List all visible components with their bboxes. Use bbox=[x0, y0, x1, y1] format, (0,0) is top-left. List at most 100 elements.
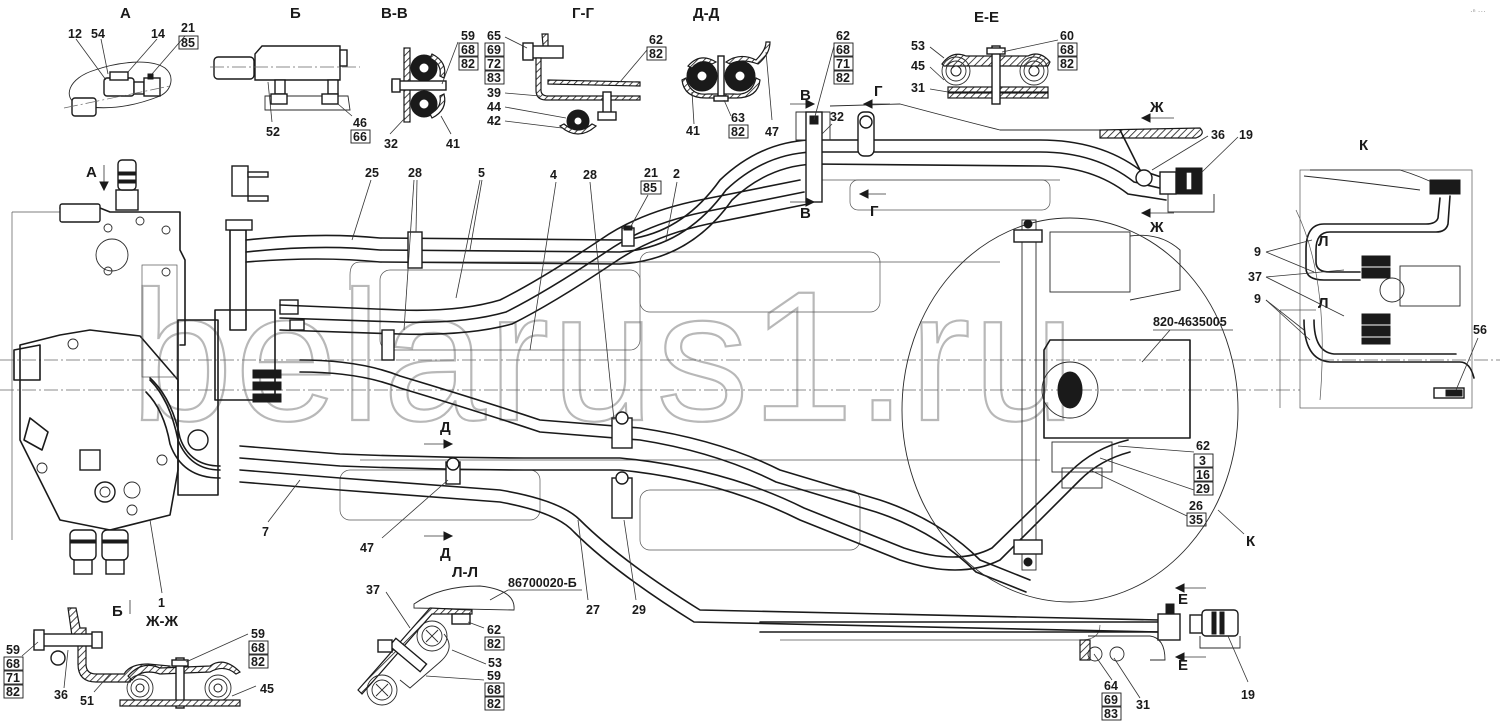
callout-45-zh: 45 bbox=[260, 682, 274, 696]
callout-37-ll: 37 bbox=[366, 583, 380, 597]
callout-82: 82 bbox=[1060, 57, 1074, 71]
callout-54: 54 bbox=[91, 27, 105, 41]
callout-47: 47 bbox=[765, 125, 779, 139]
callout-3-mid: 3 bbox=[1199, 454, 1206, 468]
view-ee-section: Е-Е 53 45 31 60 68 82 bbox=[911, 9, 1078, 105]
view-b-title: Б bbox=[290, 5, 301, 22]
view-b-detail: Б 52 46 66 bbox=[210, 5, 371, 144]
callout-82: 82 bbox=[649, 47, 663, 61]
callout-72: 72 bbox=[487, 57, 501, 71]
section-mark-e-top: Е bbox=[1178, 591, 1188, 608]
section-mark-l-top: Л bbox=[1318, 233, 1329, 250]
callout-68-ll: 68 bbox=[487, 683, 501, 697]
callout-83-br: 83 bbox=[1104, 707, 1118, 721]
callout-36-zh: 36 bbox=[54, 688, 68, 702]
callout-83: 83 bbox=[487, 71, 501, 85]
view-vv-section: В-В 59 68 82 32 41 bbox=[381, 5, 479, 151]
section-mark-e-bottom: Е bbox=[1178, 657, 1188, 674]
callout-26-mid: 26 bbox=[1189, 499, 1203, 513]
callout-19-right: 19 bbox=[1239, 128, 1253, 142]
callout-35-mid: 35 bbox=[1189, 513, 1203, 527]
callout-25: 25 bbox=[365, 166, 379, 180]
corner-mark: ·ⁿ ··· bbox=[1470, 7, 1486, 16]
section-markers: А В В Г Г Ж Ж Д Д Е Е Б Л bbox=[86, 83, 1329, 674]
callout-63: 63 bbox=[731, 111, 745, 125]
callout-32-clamp: 32 bbox=[830, 110, 844, 124]
callout-7: 7 bbox=[262, 525, 269, 539]
callout-9-upper: 9 bbox=[1254, 245, 1261, 259]
section-mark-v-top: В bbox=[800, 87, 811, 104]
callout-59-zh-right: 59 bbox=[251, 627, 265, 641]
callout-51-zh: 51 bbox=[80, 694, 94, 708]
callout-62: 62 bbox=[649, 33, 663, 47]
callout-16-mid: 16 bbox=[1196, 468, 1210, 482]
callout-19-br: 19 bbox=[1241, 688, 1255, 702]
callout-69: 69 bbox=[487, 43, 501, 57]
callout-82: 82 bbox=[461, 57, 475, 71]
callout-85: 85 bbox=[181, 36, 195, 50]
view-ll-title: Л-Л bbox=[452, 564, 478, 581]
section-mark-v-bottom: В bbox=[800, 205, 811, 222]
callout-68: 68 bbox=[461, 43, 475, 57]
section-mark-zh-top: Ж bbox=[1149, 99, 1164, 116]
callout-68-zh-left: 68 bbox=[6, 657, 20, 671]
callout-59: 59 bbox=[461, 29, 475, 43]
callout-60: 60 bbox=[1060, 29, 1074, 43]
callout-62-mid: 62 bbox=[1196, 439, 1210, 453]
view-ee-title: Е-Е bbox=[974, 9, 999, 26]
callout-5: 5 bbox=[478, 166, 485, 180]
section-mark-d-top: Д bbox=[440, 419, 451, 436]
callout-14: 14 bbox=[151, 27, 165, 41]
view-dd-section: Д-Д 41 63 82 47 bbox=[681, 5, 779, 139]
section-mark-l-bottom: Л bbox=[1318, 295, 1329, 312]
callout-53: 53 bbox=[911, 39, 925, 53]
callout-65: 65 bbox=[487, 29, 501, 43]
callout-21: 21 bbox=[181, 21, 195, 35]
callout-42: 42 bbox=[487, 114, 501, 128]
view-k-marker: К bbox=[1246, 533, 1256, 550]
callout-37-k: 37 bbox=[1248, 270, 1262, 284]
section-mark-b: Б bbox=[112, 603, 123, 620]
callout-85: 85 bbox=[643, 181, 657, 195]
part-number-820-4635005: 820-4635005 bbox=[1153, 315, 1227, 329]
callout-36-right: 36 bbox=[1211, 128, 1225, 142]
callout-82-zh-left: 82 bbox=[6, 685, 20, 699]
section-mark-zh-bottom: Ж bbox=[1149, 219, 1164, 236]
callout-69-br: 69 bbox=[1104, 693, 1118, 707]
callout-64-br: 64 bbox=[1104, 679, 1118, 693]
callout-82-ll-b: 82 bbox=[487, 697, 501, 711]
view-ll-section: Л-Л 86700020-Б 37 62 82 53 59 68 82 bbox=[357, 564, 582, 711]
section-mark-a: А bbox=[86, 164, 97, 181]
callout-62-ll: 62 bbox=[487, 623, 501, 637]
callout-41: 41 bbox=[446, 137, 460, 151]
section-mark-d-bottom: Д bbox=[440, 545, 451, 562]
section-mark-g-bottom: Г bbox=[870, 203, 879, 220]
callout-39: 39 bbox=[487, 86, 501, 100]
callout-71-zh-left: 71 bbox=[6, 671, 20, 685]
callout-21: 21 bbox=[644, 166, 658, 180]
callout-53-ll: 53 bbox=[488, 656, 502, 670]
main-view-callouts: 25 28 5 4 28 21 85 2 62 68 71 82 32 36 1… bbox=[149, 29, 1487, 617]
callout-68-clamp: 68 bbox=[836, 43, 850, 57]
section-mark-g-top: Г bbox=[874, 83, 883, 100]
view-gg-title: Г-Г bbox=[572, 5, 594, 22]
callout-82-ll-a: 82 bbox=[487, 637, 501, 651]
view-zhzh-section: Ж-Ж 59 68 71 82 36 51 59 68 82 45 bbox=[3, 607, 274, 709]
callout-82-clamp: 82 bbox=[836, 71, 850, 85]
callout-62-clamp: 62 bbox=[836, 29, 850, 43]
callout-82: 82 bbox=[731, 125, 745, 139]
view-vv-title: В-В bbox=[381, 5, 408, 22]
callout-68-zh-right: 68 bbox=[251, 641, 265, 655]
callout-31: 31 bbox=[911, 81, 925, 95]
view-k-title: К bbox=[1359, 137, 1369, 154]
callout-47-main: 47 bbox=[360, 541, 374, 555]
part-number-86700020-b: 86700020-Б bbox=[508, 576, 577, 590]
callout-32: 32 bbox=[384, 137, 398, 151]
bottom-right-callouts: 64 69 83 31 19 bbox=[1093, 635, 1255, 721]
callout-59-ll: 59 bbox=[487, 669, 501, 683]
callout-66: 66 bbox=[353, 130, 367, 144]
callout-71-clamp: 71 bbox=[836, 57, 850, 71]
callout-1: 1 bbox=[158, 596, 165, 610]
callout-41: 41 bbox=[686, 124, 700, 138]
